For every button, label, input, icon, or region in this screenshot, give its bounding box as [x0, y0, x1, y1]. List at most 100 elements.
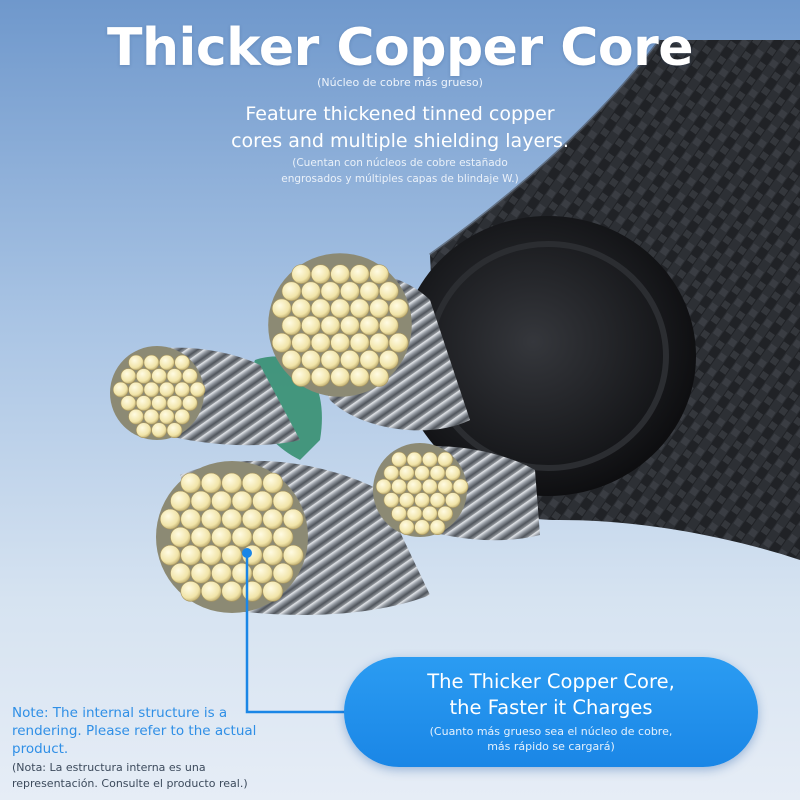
copper-strand — [120, 368, 137, 384]
copper-strand — [349, 367, 370, 387]
copper-core-bottom — [156, 461, 308, 613]
copper-strand — [340, 315, 360, 336]
copper-strand — [174, 381, 190, 398]
copper-strand — [182, 368, 198, 384]
copper-strand — [414, 519, 430, 535]
copper-strand — [241, 580, 263, 602]
copper-strand — [291, 264, 312, 284]
feature-description-spanish: (Cuentan con núcleos de cobre estañado e… — [0, 155, 800, 187]
callout-text-spanish: (Cuanto más grueso sea el núcleo de cobr… — [344, 724, 758, 754]
copper-strand — [271, 298, 292, 319]
copper-strand — [310, 298, 331, 319]
copper-strand — [359, 281, 380, 302]
copper-strand — [301, 350, 321, 370]
copper-strand — [262, 508, 284, 530]
page-subtitle-spanish: (Núcleo de cobre más grueso) — [317, 76, 483, 89]
copper-strand — [281, 350, 302, 370]
callout-line-2: the Faster it Charges — [449, 696, 653, 719]
copper-strand — [159, 408, 175, 425]
copper-strand — [252, 526, 273, 548]
copper-core-left — [110, 346, 206, 440]
copper-strand — [190, 526, 212, 548]
copper-strand — [211, 490, 232, 512]
copper-strand — [241, 508, 263, 530]
copper-strand — [291, 367, 312, 387]
copper-strand — [262, 472, 284, 494]
copper-strand — [330, 367, 350, 387]
copper-strand — [379, 315, 399, 336]
copper-strand — [271, 332, 292, 353]
copper-strand — [437, 505, 453, 522]
copper-strand — [211, 562, 232, 584]
copper-strand — [422, 451, 438, 468]
copper-strand — [135, 395, 152, 411]
feature-description: Feature thickened tinned copper cores an… — [0, 101, 800, 155]
copper-strand — [159, 354, 175, 371]
copper-strand — [310, 367, 331, 387]
copper-strand — [221, 580, 243, 602]
disclaimer-text: Note: The internal structure is a render… — [12, 705, 257, 757]
copper-strand — [429, 492, 446, 508]
copper-strand — [241, 472, 263, 494]
copper-strand — [429, 465, 446, 481]
copper-strand — [221, 472, 243, 494]
copper-strand — [182, 395, 198, 411]
copper-strand — [349, 332, 370, 353]
callout-es-line-2: más rápido se cargará) — [487, 740, 615, 753]
copper-strand — [359, 315, 380, 336]
copper-strand — [422, 478, 438, 495]
copper-strand — [282, 508, 304, 530]
copper-core-right — [373, 443, 469, 537]
copper-strand — [128, 381, 144, 398]
copper-strand — [398, 465, 415, 481]
copper-strand — [200, 508, 222, 530]
copper-strand — [170, 562, 191, 584]
copper-strand — [170, 526, 191, 548]
feature-line-1: Feature thickened tinned copper — [245, 103, 555, 125]
copper-strand — [189, 381, 206, 398]
copper-strand — [291, 332, 312, 353]
disclaimer-text-spanish: (Nota: La estructura interna es una repr… — [12, 761, 248, 790]
copper-strand — [180, 472, 202, 494]
copper-strand — [398, 492, 415, 508]
inner-sheath — [400, 216, 696, 496]
copper-strand — [151, 422, 167, 438]
copper-strand — [414, 465, 430, 481]
copper-strand — [262, 544, 284, 566]
copper-strand — [330, 332, 350, 353]
copper-strand — [159, 544, 181, 566]
copper-strand — [272, 490, 294, 512]
copper-strand — [190, 562, 212, 584]
copper-strand — [135, 368, 152, 384]
copper-strand — [437, 451, 453, 468]
copper-strand — [128, 408, 144, 425]
callout-text: The Thicker Copper Core, the Faster it C… — [344, 669, 758, 721]
copper-strand — [301, 281, 321, 302]
copper-strand — [340, 350, 360, 370]
copper-strand — [166, 395, 183, 411]
copper-strand — [414, 492, 430, 508]
copper-strand — [231, 526, 253, 548]
copper-strand — [429, 519, 446, 535]
copper-strand — [452, 478, 469, 495]
copper-strand — [200, 472, 222, 494]
copper-strand — [369, 264, 389, 284]
copper-strand — [231, 562, 253, 584]
copper-strand — [174, 408, 190, 425]
copper-strand — [330, 298, 350, 319]
copper-strand — [359, 350, 380, 370]
copper-strand — [221, 544, 243, 566]
copper-strand — [340, 281, 360, 302]
copper-core-top — [268, 253, 412, 397]
callout-badge: The Thicker Copper Core, the Faster it C… — [344, 657, 758, 767]
copper-strand — [252, 562, 273, 584]
copper-strand — [406, 505, 423, 522]
copper-strand — [369, 298, 389, 319]
copper-strand — [422, 505, 438, 522]
copper-strand — [200, 580, 222, 602]
copper-strand — [200, 544, 222, 566]
page-title: Thicker Copper Core — [107, 18, 694, 78]
copper-strand — [166, 422, 183, 438]
